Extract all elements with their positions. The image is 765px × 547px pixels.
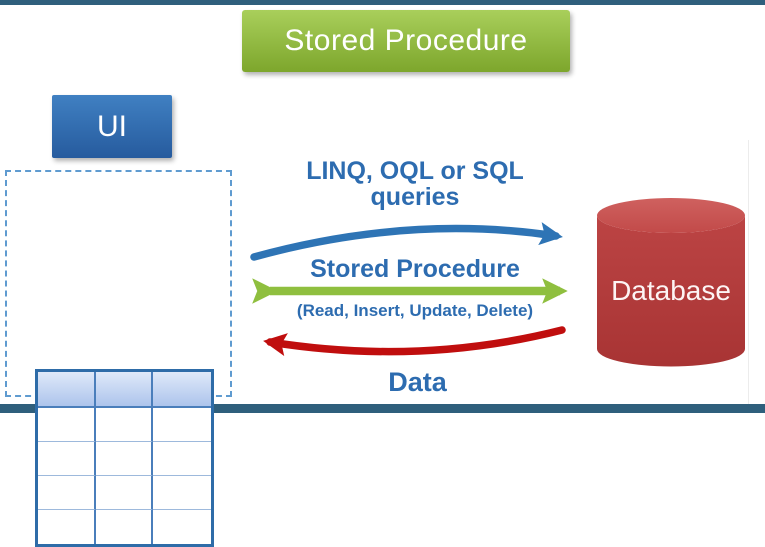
grid-cell [96, 510, 154, 544]
database-cylinder: Database [597, 198, 745, 367]
grid-cell [153, 442, 211, 476]
query-arrow-label-line1: LINQ, OQL or SQL [306, 157, 524, 185]
stored-procedure-banner-label: Stored Procedure [284, 24, 528, 57]
grid-cell [153, 476, 211, 510]
ui-dashed-container [5, 170, 232, 547]
bottom-frame-bar [0, 404, 765, 413]
query-arrow-label-line2: queries [370, 183, 460, 212]
database-label: Database [611, 275, 731, 306]
stored-procedure-banner: Stored Procedure [242, 10, 570, 72]
stored-procedure-arrow-label: Stored Procedure [310, 255, 520, 283]
grid-cell [95, 408, 154, 442]
grid-cell [38, 408, 96, 442]
grid-cell [153, 510, 211, 544]
right-edge-divider [748, 140, 749, 404]
database-cylinder-top [597, 198, 745, 233]
grid-cell [38, 510, 96, 544]
query-arrow [250, 222, 563, 261]
grid-cell [95, 442, 154, 476]
data-arrow [263, 326, 566, 357]
ui-data-grid [35, 369, 214, 547]
grid-cell [95, 476, 154, 510]
database-cylinder-body [597, 215, 745, 367]
grid-cell [38, 476, 96, 510]
ui-box: UI [52, 95, 172, 158]
ui-box-label: UI [97, 109, 127, 143]
query-arrow-label: LINQ, OQL or SQL queries [245, 158, 585, 211]
grid-header-cell [38, 372, 96, 408]
grid-cell [38, 442, 96, 476]
grid-cell [153, 408, 211, 442]
grid-header-cell [153, 372, 211, 408]
data-arrow-label: Data [388, 367, 447, 397]
grid-header-cell [95, 372, 154, 408]
crud-operations-label: (Read, Insert, Update, Delete) [296, 301, 534, 320]
top-frame-bar [0, 0, 765, 5]
